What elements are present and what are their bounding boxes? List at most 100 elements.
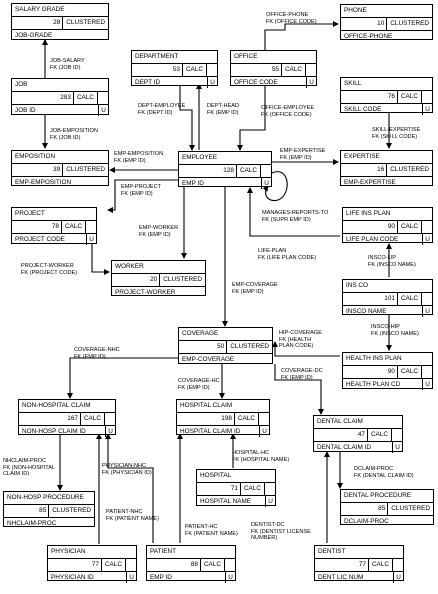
record-key: DENTAL CLAIM ID <box>317 444 371 451</box>
location-mode: CLUSTERED <box>62 17 108 29</box>
record-number: 90 <box>387 368 395 375</box>
record-name: HOSPITAL CLAIM <box>177 400 269 413</box>
location-mode: CALC <box>280 64 305 76</box>
record-key: JOB-GRADE <box>15 32 53 39</box>
record-key: EMP-COVERAGE <box>182 356 235 363</box>
record-number: 55 <box>271 66 279 73</box>
record-key: OFFICE-PHONE <box>344 33 393 40</box>
line-manages-reports-to <box>262 171 288 202</box>
record-key: OFFICE CODE <box>234 79 278 86</box>
unique-flag: U <box>422 104 432 115</box>
unique-flag: U <box>306 77 316 88</box>
location-mode: CALC <box>235 165 260 177</box>
line-coverage-dc <box>274 364 324 415</box>
unique-flag: U <box>265 496 275 507</box>
record-number: 101 <box>384 295 395 302</box>
location-mode: CLUSTERED <box>159 274 205 286</box>
record-key: EMP-EMPOSITION <box>15 179 72 186</box>
record-name: HOSPITAL <box>197 470 275 483</box>
location-mode: CLUSTERED <box>62 164 108 176</box>
record-number: 78 <box>51 223 59 230</box>
location-mode: CALC <box>396 91 421 103</box>
location-mode: CLUSTERED <box>386 18 432 30</box>
location-mode: CALC <box>199 559 224 571</box>
unique-flag: U <box>261 178 271 189</box>
record-number: 47 <box>357 431 365 438</box>
line-dept-employee <box>179 86 195 151</box>
record-key: INSCO NAME <box>346 308 387 315</box>
record-number: 77 <box>358 561 366 568</box>
record-name: OFFICE <box>231 51 316 64</box>
record-number: 50 <box>217 343 225 350</box>
record-name: SKILL <box>341 78 432 91</box>
record-number: 167 <box>67 415 78 422</box>
record-number: 20 <box>150 276 158 283</box>
record-number: 128 <box>223 167 234 174</box>
line-coverage-nhc <box>67 357 178 399</box>
record-name: EMPOSITION <box>12 151 108 164</box>
location-mode: CLUSTERED <box>226 341 272 353</box>
unique-flag: U <box>422 234 432 245</box>
location-mode: CALC <box>396 221 421 233</box>
record-number: 10 <box>377 20 385 27</box>
record-number: 28 <box>53 19 61 26</box>
record-key: EMP-EXPERTISE <box>344 179 396 186</box>
record-name: DENTAL CLAIM <box>314 416 402 429</box>
location-mode: CALC <box>396 366 421 378</box>
record-key: PROJECT CODE <box>15 236 65 243</box>
line-office-phone <box>264 21 339 50</box>
unique-flag: U <box>422 306 432 317</box>
record-key: EMP ID <box>150 574 172 581</box>
unique-flag: U <box>225 572 235 583</box>
record-key: NHCLAIM-PROC <box>7 520 57 527</box>
line-project-worker <box>91 244 110 275</box>
record-name: PATIENT <box>147 546 235 559</box>
location-mode: CALC <box>233 413 258 425</box>
record-number: 88 <box>190 561 198 568</box>
record-number: 53 <box>172 66 180 73</box>
unique-flag: U <box>86 234 96 245</box>
location-mode: CALC <box>181 64 206 76</box>
record-name: NON-HOSP PROCEDURE <box>4 492 94 505</box>
record-key: PROJECT-WORKER <box>115 289 176 296</box>
record-name: LIFE INS PLAN <box>343 208 432 221</box>
